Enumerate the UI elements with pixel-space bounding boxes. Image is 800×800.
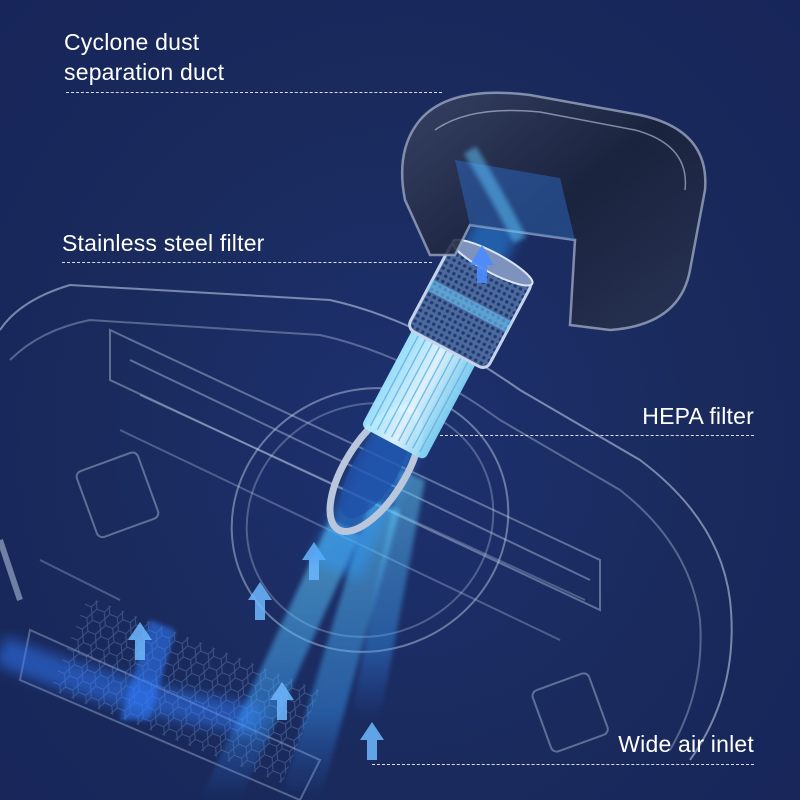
- airflow-arrow-top: [470, 245, 494, 283]
- label-cyclone-line-1: Cyclone dust: [64, 29, 200, 55]
- leader-line-hepa-filter: [440, 435, 754, 436]
- label-stainless-steel-filter: Stainless steel filter: [62, 230, 265, 256]
- airflow-beams: [120, 470, 425, 800]
- label-wide-air-inlet: Wide air inlet: [618, 731, 754, 757]
- label-cyclone-line-2: separation duct: [64, 59, 225, 85]
- leader-line-air-inlet: [372, 764, 754, 765]
- leader-line-steel-filter: [62, 262, 432, 263]
- leader-line-cyclone: [66, 92, 442, 93]
- hepa-filter-shape: [363, 322, 479, 459]
- label-cyclone-dust-separation-duct: Cyclone dust separation duct: [64, 27, 224, 87]
- cyclone-duct-shape: [400, 91, 707, 332]
- label-hepa-filter: HEPA filter: [642, 403, 754, 429]
